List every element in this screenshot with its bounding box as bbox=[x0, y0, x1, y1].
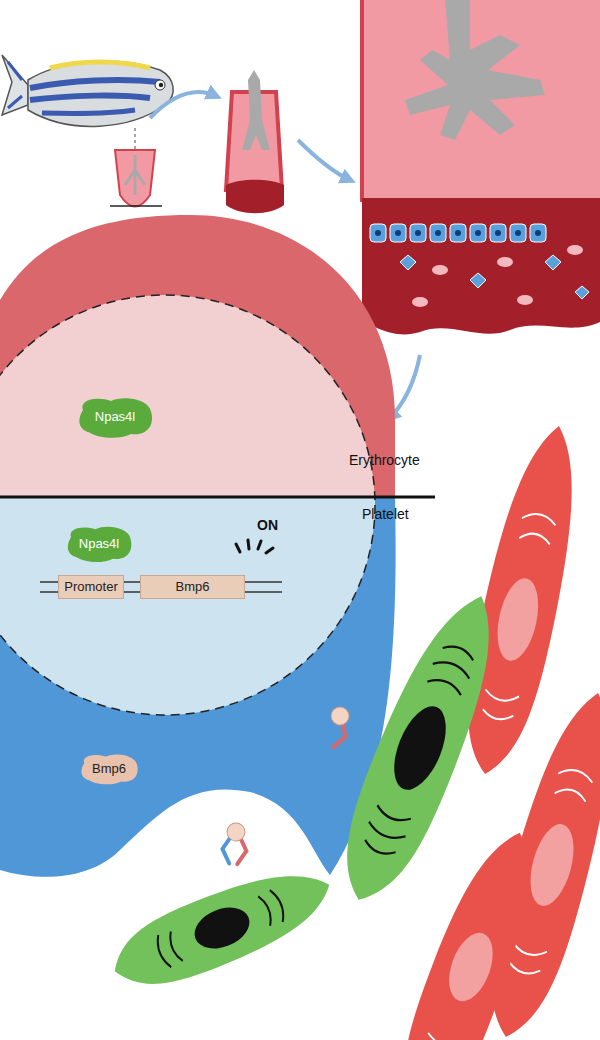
promoter-box: Promoter bbox=[58, 575, 124, 599]
divider-line bbox=[0, 496, 435, 499]
state-label: ON bbox=[257, 517, 278, 533]
receptor-icon bbox=[221, 822, 248, 865]
node-text: Promoter bbox=[64, 580, 117, 594]
node-text: Bmp6 bbox=[92, 762, 126, 776]
flow-arrow bbox=[298, 140, 350, 180]
cell-type-label: Erythrocyte bbox=[349, 452, 420, 468]
regenerating-fin bbox=[226, 70, 284, 213]
receptor-icon bbox=[318, 703, 355, 750]
cell-type-label: Platelet bbox=[362, 506, 409, 522]
protein-blob: Npas4l bbox=[64, 524, 134, 564]
zebrafish bbox=[2, 55, 173, 207]
cell-illustration bbox=[0, 215, 396, 877]
flow-arrow bbox=[150, 92, 216, 118]
gene-box: Bmp6 bbox=[140, 575, 245, 599]
node-text: Npas4l bbox=[79, 537, 119, 551]
red-cells bbox=[381, 418, 600, 1040]
node-text: Npas4l bbox=[95, 410, 135, 424]
protein-blob: Bmp6 bbox=[78, 752, 140, 786]
protein-blob: Npas4l bbox=[75, 395, 155, 440]
node-text: Bmp6 bbox=[176, 580, 210, 594]
green-cells bbox=[102, 581, 518, 1003]
blastema-closeup bbox=[362, 0, 600, 334]
